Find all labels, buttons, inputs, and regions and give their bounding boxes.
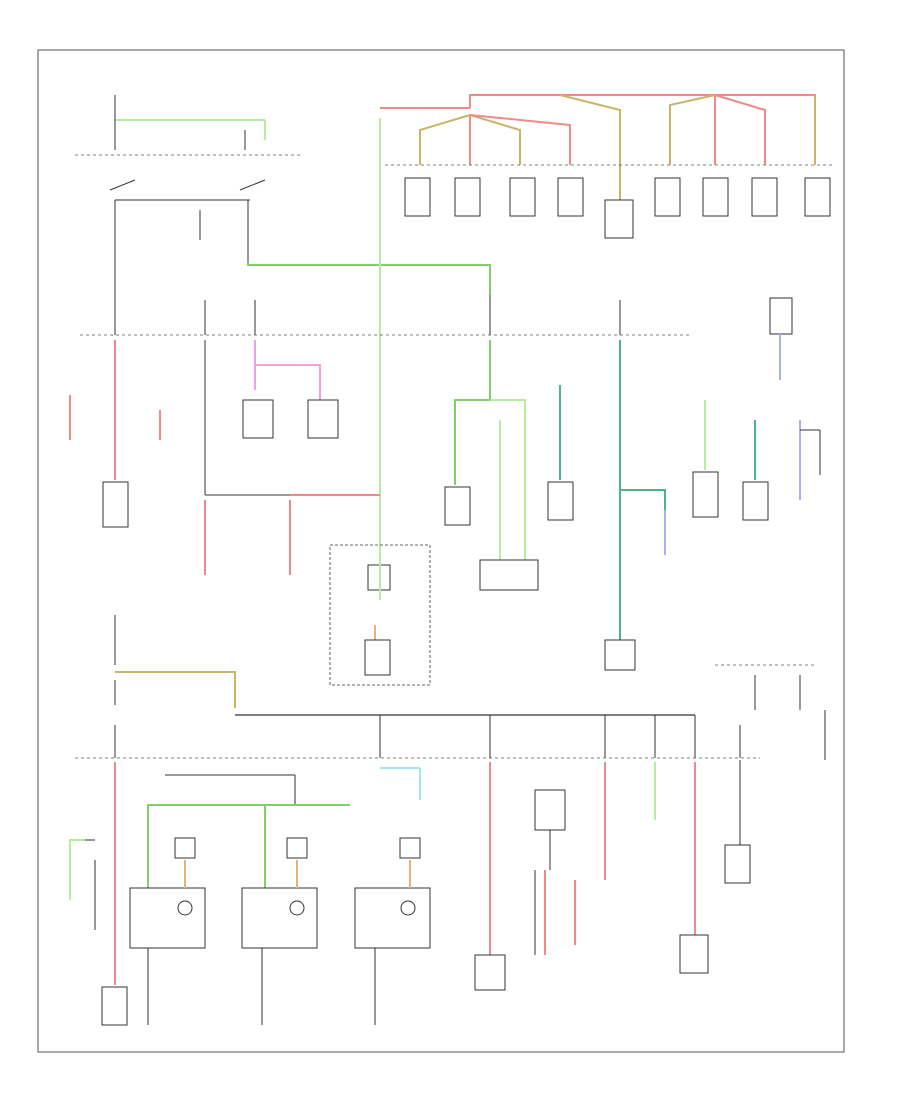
diagram-frame [37, 49, 845, 1053]
lower-bus [75, 714, 760, 759]
mid-low-left [114, 615, 826, 760]
ignition-switch-section [75, 95, 491, 305]
center-module [329, 544, 431, 686]
dashed-module-outline [329, 544, 431, 686]
center-right-circuits [444, 340, 821, 671]
bottom-circuits [69, 760, 751, 1026]
top-fuse-feed-section [379, 94, 835, 560]
left-middle-circuits [69, 340, 380, 575]
central-junction-row [80, 295, 793, 380]
